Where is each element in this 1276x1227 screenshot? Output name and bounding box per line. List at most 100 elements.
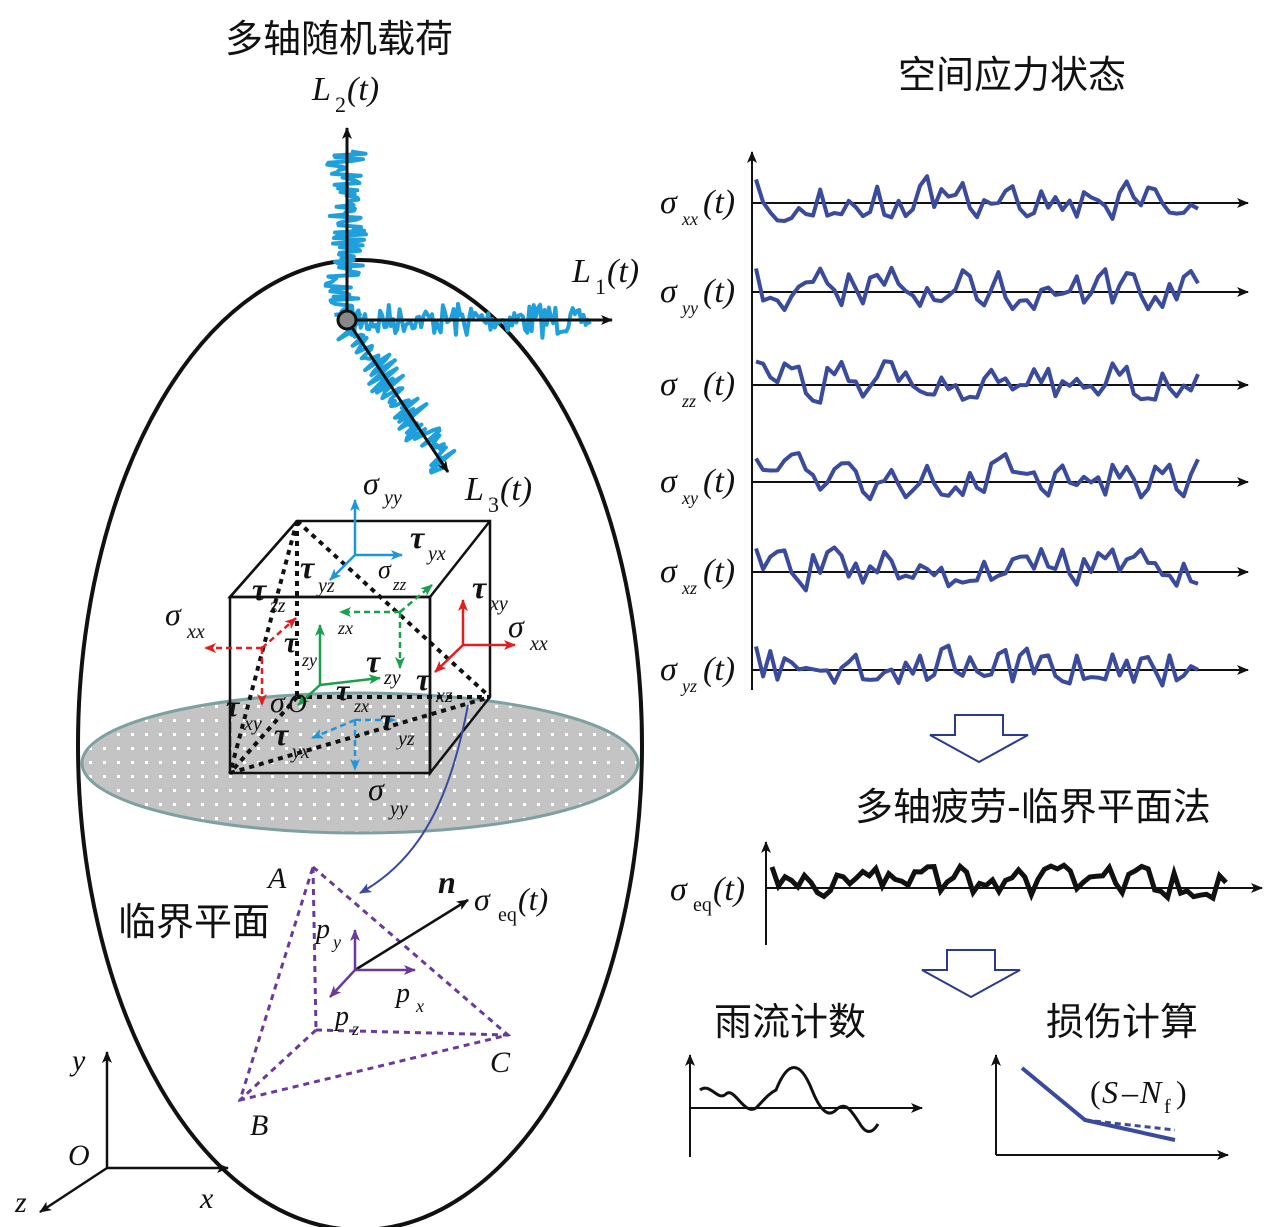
svg-text:(t): (t) bbox=[703, 366, 735, 403]
svg-text:yz: yz bbox=[396, 728, 415, 750]
svg-text:zz: zz bbox=[269, 595, 286, 617]
flow-arrow-1 bbox=[929, 714, 1029, 764]
svg-text:O: O bbox=[288, 689, 307, 718]
cube-labels: σ yy τ yx τ yz σ zz τ zz τ xy σ xx σ xx … bbox=[165, 465, 548, 820]
load-point bbox=[336, 309, 358, 331]
svg-text:eq: eq bbox=[498, 904, 517, 926]
stress-signal-xx bbox=[754, 174, 1199, 223]
svg-text:σ: σ bbox=[378, 555, 392, 584]
stress-signal-yz bbox=[754, 643, 1199, 688]
title-rainflow: 雨流计数 bbox=[714, 1000, 866, 1044]
sn-label: ( S – N f ) bbox=[1090, 1074, 1187, 1118]
flow-arrow-2 bbox=[921, 949, 1021, 999]
svg-text:p: p bbox=[394, 978, 410, 1009]
svg-text:yz: yz bbox=[680, 676, 697, 696]
svg-text:τ: τ bbox=[226, 690, 241, 723]
svg-text:xx: xx bbox=[681, 209, 698, 229]
svg-text:1: 1 bbox=[595, 274, 606, 299]
stress-signal-xy bbox=[754, 451, 1200, 502]
svg-text:(t): (t) bbox=[347, 71, 379, 108]
load-signal-3 bbox=[336, 311, 457, 475]
title-spatial-stress: 空间应力状态 bbox=[898, 53, 1126, 97]
svg-text:z: z bbox=[351, 1019, 359, 1039]
svg-text:τ: τ bbox=[410, 519, 426, 555]
svg-text:σ: σ bbox=[660, 651, 678, 688]
section-plane bbox=[80, 691, 640, 835]
svg-text:σ: σ bbox=[670, 871, 688, 908]
svg-text:τ: τ bbox=[284, 626, 299, 659]
eq-label: σ eq (t) bbox=[670, 871, 745, 916]
svg-text:(t): (t) bbox=[703, 651, 735, 688]
svg-text:σ: σ bbox=[660, 553, 678, 590]
svg-text:B: B bbox=[250, 1109, 268, 1142]
svg-text:σ: σ bbox=[368, 771, 385, 807]
plane-connector-arrow bbox=[359, 704, 469, 894]
svg-text:yx: yx bbox=[290, 741, 310, 763]
svg-text:zx: zx bbox=[353, 696, 369, 716]
coordinate-axes bbox=[39, 1051, 229, 1214]
svg-text:σ: σ bbox=[363, 465, 380, 501]
svg-text:xz: xz bbox=[435, 685, 453, 707]
svg-text:C: C bbox=[490, 1046, 511, 1079]
svg-text:zx: zx bbox=[337, 618, 353, 638]
svg-text:x: x bbox=[199, 1182, 214, 1215]
svg-text:p: p bbox=[314, 914, 330, 945]
svg-text:xy: xy bbox=[681, 488, 698, 508]
label-critical-plane: 临界平面 bbox=[118, 900, 270, 944]
svg-text:xx: xx bbox=[529, 633, 548, 655]
svg-text:yy: yy bbox=[382, 487, 402, 509]
svg-text:p: p bbox=[333, 1001, 349, 1032]
label-L3: L 3 (t) bbox=[464, 471, 532, 517]
svg-text:(t): (t) bbox=[703, 553, 735, 590]
svg-text:xy: xy bbox=[489, 593, 508, 615]
svg-text:y: y bbox=[331, 932, 341, 952]
svg-text:A: A bbox=[266, 862, 287, 895]
svg-text:x: x bbox=[415, 996, 424, 1016]
triangle-vectors bbox=[329, 898, 469, 998]
rainflow-curve bbox=[699, 1066, 880, 1133]
svg-text:τ: τ bbox=[336, 674, 351, 707]
svg-text:xx: xx bbox=[186, 621, 205, 643]
svg-text:n: n bbox=[438, 864, 456, 900]
load-axis-L3 bbox=[345, 319, 450, 473]
svg-text:σ: σ bbox=[508, 608, 525, 644]
svg-text:yy: yy bbox=[388, 798, 408, 820]
svg-text:τ: τ bbox=[274, 716, 290, 752]
svg-text:eq: eq bbox=[693, 894, 712, 916]
svg-text:σ: σ bbox=[474, 881, 491, 917]
stress-signals bbox=[754, 174, 1200, 688]
svg-text:zy: zy bbox=[383, 667, 401, 689]
svg-text:(t): (t) bbox=[703, 184, 735, 221]
svg-text:σ: σ bbox=[660, 273, 678, 310]
svg-text:yx: yx bbox=[426, 543, 446, 565]
body-ellipse bbox=[76, 258, 644, 1227]
svg-text:σ: σ bbox=[660, 184, 678, 221]
title-multiaxial-load: 多轴随机载荷 bbox=[225, 17, 453, 61]
svg-text:τ: τ bbox=[416, 661, 432, 697]
svg-text:L: L bbox=[464, 471, 484, 508]
svg-text:xz: xz bbox=[681, 578, 697, 598]
triangle-labels: A B C n p y p x p z σ eq (t) bbox=[250, 862, 548, 1142]
svg-text:zz: zz bbox=[681, 391, 696, 411]
stress-signal-xz bbox=[754, 545, 1199, 593]
svg-text:(t): (t) bbox=[703, 463, 735, 500]
svg-text:τ: τ bbox=[252, 571, 268, 607]
svg-text:(: ( bbox=[1090, 1074, 1101, 1110]
title-critical-plane-method: 多轴疲劳-临界平面法 bbox=[855, 785, 1211, 829]
load-signal-1 bbox=[323, 149, 368, 317]
svg-text:σ: σ bbox=[660, 366, 678, 403]
svg-text:zz: zz bbox=[392, 575, 407, 594]
svg-text:N: N bbox=[1139, 1074, 1163, 1110]
svg-text:y: y bbox=[69, 1044, 86, 1077]
svg-text:yy: yy bbox=[680, 298, 698, 318]
svg-text:σ: σ bbox=[165, 596, 182, 632]
